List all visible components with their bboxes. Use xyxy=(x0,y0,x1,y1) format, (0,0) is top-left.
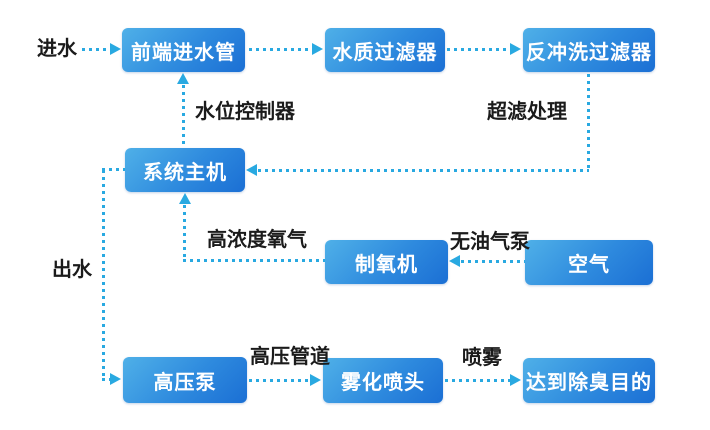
edge-systemhost-to-pump-vline xyxy=(102,170,105,379)
node-air: 空气 xyxy=(525,240,653,285)
edge-waterfilter-to-backwash-line xyxy=(447,48,510,51)
arrowhead-right-icon xyxy=(110,43,121,55)
arrowhead-right-icon xyxy=(110,373,121,385)
edge-pump-to-nozzle-line xyxy=(249,379,310,382)
node-oxygen-generator: 制氧机 xyxy=(325,240,448,284)
arrowhead-left-icon xyxy=(246,164,257,176)
label-water-out: 出水 xyxy=(52,259,92,281)
node-high-pressure-pump: 高压泵 xyxy=(123,357,247,403)
edge-inletpipe-to-waterfilter-line xyxy=(249,48,312,51)
label-ultrafiltration: 超滤处理 xyxy=(487,101,567,123)
label-high-concentration-oxygen: 高浓度氧气 xyxy=(207,229,307,251)
edge-nozzle-to-goal-line xyxy=(445,379,510,382)
arrowhead-left-icon xyxy=(449,255,460,267)
edge-oxygen-to-systemhost-hline xyxy=(183,259,325,262)
node-backwash-filter: 反冲洗过滤器 xyxy=(523,28,655,72)
arrowhead-up-icon xyxy=(179,193,191,204)
edge-oxygen-to-systemhost-vline xyxy=(183,205,186,261)
label-high-pressure-pipe: 高压管道 xyxy=(250,346,330,368)
label-water-in: 进水 xyxy=(37,38,77,60)
node-water-quality-filter: 水质过滤器 xyxy=(325,28,445,72)
label-oil-free-air-pump: 无油气泵 xyxy=(450,231,530,253)
arrowhead-right-icon xyxy=(310,374,321,386)
node-atomizing-nozzle: 雾化喷头 xyxy=(323,358,443,403)
edge-air-to-oxygen-line xyxy=(461,260,525,263)
edge-backwash-to-systemhost-vline xyxy=(587,74,590,170)
label-spray: 喷雾 xyxy=(462,347,502,369)
node-system-host: 系统主机 xyxy=(125,148,245,192)
edge-systemhost-to-pump-bottom-line xyxy=(102,378,111,381)
node-deodorization-goal: 达到除臭目的 xyxy=(523,358,655,403)
node-inlet-pipe: 前端进水管 xyxy=(122,28,245,72)
arrowhead-right-icon xyxy=(510,43,521,55)
label-water-level-controller: 水位控制器 xyxy=(195,101,295,123)
edge-systemhost-to-inletpipe-line xyxy=(182,85,185,148)
edge-systemhost-to-pump-top-line xyxy=(102,168,125,171)
arrowhead-right-icon xyxy=(510,374,521,386)
edge-backwash-to-systemhost-hline xyxy=(258,169,589,172)
arrowhead-up-icon xyxy=(177,73,189,84)
edge-waterin-to-inletpipe-line xyxy=(82,48,110,51)
arrowhead-right-icon xyxy=(312,43,323,55)
